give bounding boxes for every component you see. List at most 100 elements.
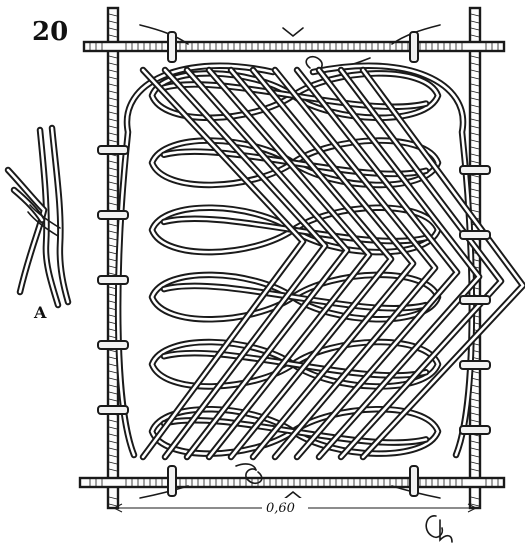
bar-hatch-right	[470, 181, 480, 185]
top-rail-collar	[167, 31, 177, 63]
left-bar-collar	[97, 210, 129, 220]
bar-hatch-left	[108, 356, 118, 360]
bar-hatch-right	[470, 97, 480, 101]
bar-hatch-left	[108, 230, 118, 234]
bar-hatch-right	[470, 188, 480, 192]
bar-hatch-left	[108, 433, 118, 437]
bar-hatch-left	[108, 104, 118, 108]
bar-hatch-left	[108, 27, 118, 31]
bar-hatch-right	[470, 111, 480, 115]
grille-frame	[78, 6, 506, 510]
wire-strand-highlight	[207, 68, 371, 459]
bottom-rail-collar	[409, 465, 419, 497]
bar-hatch-left	[108, 496, 118, 500]
bar-hatch-left	[108, 125, 118, 129]
bar-hatch-right	[470, 419, 480, 423]
bar-hatch-left	[108, 251, 118, 255]
right-bar-collar	[459, 295, 491, 305]
bar-hatch-right	[470, 195, 480, 199]
bar-hatch-right	[470, 104, 480, 108]
wire-strand-highlight	[311, 64, 474, 457]
bar-hatch-left	[108, 202, 118, 206]
bar-hatch-left	[108, 55, 118, 59]
bar-hatch-right	[470, 202, 480, 206]
bar-hatch-left	[108, 139, 118, 143]
right-bar-collar	[459, 230, 491, 240]
plate-number: 20	[32, 17, 68, 47]
bar-hatch-left	[108, 447, 118, 451]
left-bar-collar	[97, 145, 129, 155]
wire-strand-highlight	[317, 68, 481, 459]
bar-hatch-left	[108, 223, 118, 227]
frame-collars	[97, 31, 491, 497]
bar-hatch-left	[108, 90, 118, 94]
bar-hatch-left	[108, 160, 118, 164]
bar-hatch-right	[470, 13, 480, 17]
width-dimension-label: 0,60	[266, 501, 295, 516]
bar-hatch-right	[470, 405, 480, 409]
bar-hatch-left	[108, 118, 118, 122]
bar-hatch-right	[470, 34, 480, 38]
left-bar-collar	[97, 405, 129, 415]
wire-strand-highlight	[185, 68, 349, 459]
bar-hatch-left	[108, 363, 118, 367]
bar-hatch-left	[108, 503, 118, 507]
bar-hatch-right	[470, 27, 480, 31]
bar-hatch-right	[470, 468, 480, 472]
bar-hatch-left	[108, 97, 118, 101]
bar-hatch-right	[470, 83, 480, 87]
bar-hatch-left	[108, 377, 118, 381]
wire-strand-highlight	[150, 206, 295, 254]
interlaced-wire-pattern	[114, 62, 525, 461]
bar-hatch-right	[470, 209, 480, 213]
bar-hatch-left	[108, 391, 118, 395]
left-bar-collar	[97, 275, 129, 285]
bar-hatch-right	[470, 20, 480, 24]
bar-hatch-right	[470, 447, 480, 451]
wire-strand-highlight	[251, 68, 415, 459]
engraver-signature-mark	[425, 515, 453, 543]
bar-hatch-right	[470, 76, 480, 80]
bar-hatch-right	[470, 454, 480, 458]
bar-hatch-right	[470, 62, 480, 66]
bar-hatch-right	[470, 496, 480, 500]
bar-hatch-right	[470, 503, 480, 507]
bar-hatch-left	[108, 237, 118, 241]
bar-hatch-left	[108, 174, 118, 178]
bar-hatch-left	[108, 188, 118, 192]
wire-strand-highlight	[163, 68, 327, 459]
wire-strand-highlight	[229, 68, 393, 459]
left-bar-collar	[97, 340, 129, 350]
detail-a-joint-illustration	[4, 124, 72, 309]
bar-hatch-left	[108, 370, 118, 374]
wire-strand	[148, 204, 297, 256]
bar-hatch-right	[470, 55, 480, 59]
bottom-rail-collar	[167, 465, 177, 497]
bar-hatch-right	[470, 69, 480, 73]
bar-hatch-right	[470, 146, 480, 150]
frame-bottom-rail	[78, 476, 506, 489]
bar-hatch-left	[108, 132, 118, 136]
bar-hatch-right	[470, 461, 480, 465]
right-bar-collar	[459, 425, 491, 435]
right-bar-collar	[459, 360, 491, 370]
bar-hatch-right	[470, 440, 480, 444]
bar-hatch-right	[470, 90, 480, 94]
wire-strand-highlight	[141, 68, 305, 459]
bar-hatch-left	[108, 426, 118, 430]
bar-hatch-left	[108, 83, 118, 87]
bar-hatch-left	[108, 419, 118, 423]
top-rail-collar	[409, 31, 419, 63]
bar-hatch-right	[470, 125, 480, 129]
bar-hatch-left	[108, 69, 118, 73]
bar-hatch-right	[470, 391, 480, 395]
bar-hatch-left	[108, 13, 118, 17]
bar-hatch-right	[470, 132, 480, 136]
bar-hatch-left	[108, 167, 118, 171]
bar-hatch-right	[470, 398, 480, 402]
bar-hatch-right	[470, 174, 480, 178]
wire-strand-highlight	[273, 68, 437, 459]
detail-a-label: A	[33, 303, 47, 322]
wire-strand-highlight	[291, 407, 440, 455]
